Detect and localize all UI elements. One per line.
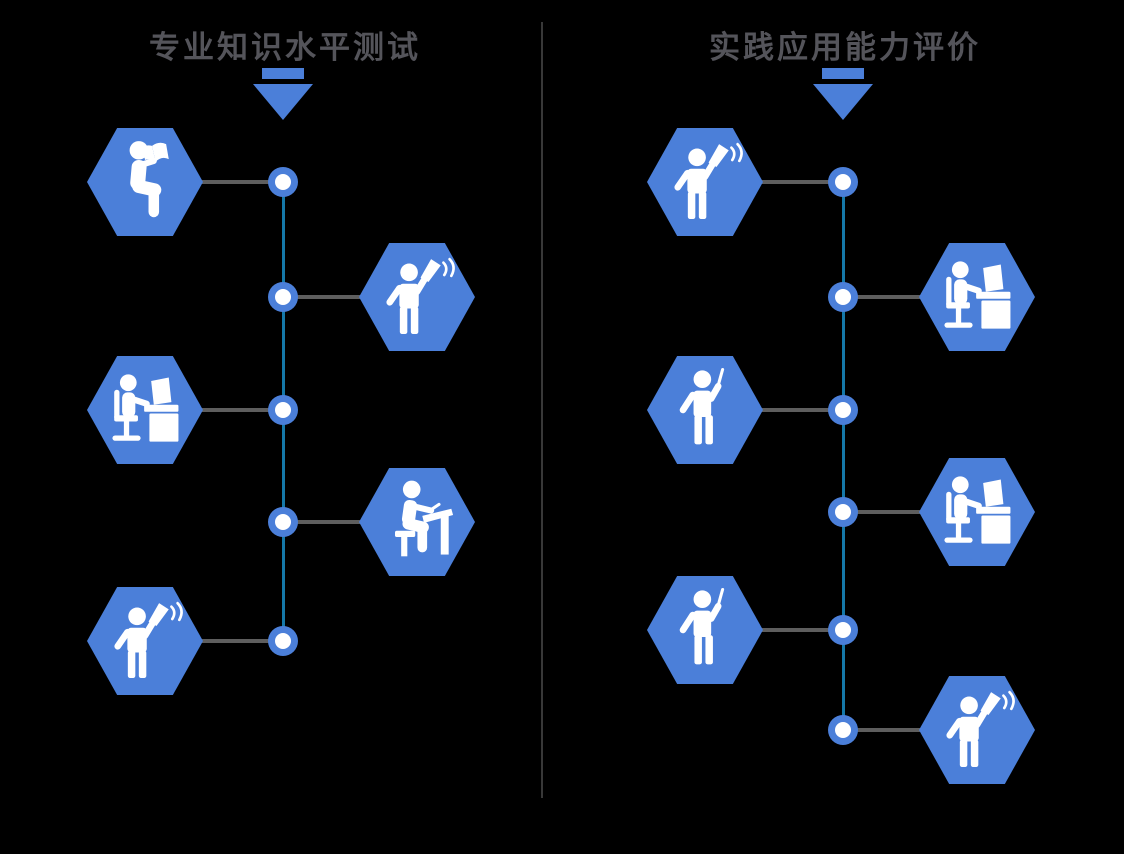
hexagon-computer-desk-person	[919, 458, 1035, 566]
connector-line	[843, 510, 977, 514]
timeline-node	[828, 395, 858, 425]
megaphone-person-icon	[101, 597, 189, 685]
timeline-node	[828, 167, 858, 197]
timeline-node	[268, 282, 298, 312]
timeline-node	[828, 497, 858, 527]
pointer-person-icon	[661, 586, 749, 674]
timeline-node	[268, 167, 298, 197]
connector-line	[843, 728, 977, 732]
hexagon-megaphone-person	[919, 676, 1035, 784]
connector-line	[145, 639, 283, 643]
down-arrow-head	[813, 84, 873, 120]
hexagon-computer-desk-person	[919, 243, 1035, 351]
connector-line	[145, 408, 283, 412]
timeline-node	[828, 282, 858, 312]
writing-desk-person-icon	[373, 478, 461, 566]
connector-line	[705, 180, 843, 184]
timeline-node	[268, 507, 298, 537]
computer-desk-person-icon	[101, 366, 189, 454]
reading-person-icon	[101, 138, 189, 226]
connector-line	[283, 520, 417, 524]
down-arrow-bar	[262, 68, 304, 79]
connector-line	[145, 180, 283, 184]
timeline-node	[268, 395, 298, 425]
connector-line	[843, 295, 977, 299]
timeline-node	[828, 615, 858, 645]
connector-line	[283, 295, 417, 299]
megaphone-person-icon	[933, 686, 1021, 774]
hexagon-pointer-person	[647, 356, 763, 464]
down-arrow-bar	[822, 68, 864, 79]
megaphone-person-icon	[373, 253, 461, 341]
timeline-node	[268, 626, 298, 656]
connector-line	[705, 628, 843, 632]
pointer-person-icon	[661, 366, 749, 454]
column-title: 实践应用能力评价	[709, 30, 981, 65]
computer-desk-person-icon	[933, 468, 1021, 556]
hexagon-pointer-person	[647, 576, 763, 684]
timeline-line	[841, 182, 845, 730]
hexagon-megaphone-person	[647, 128, 763, 236]
connector-line	[705, 408, 843, 412]
column-title: 专业知识水平测试	[149, 30, 421, 65]
computer-desk-person-icon	[933, 253, 1021, 341]
megaphone-person-icon	[661, 138, 749, 226]
timeline-node	[828, 715, 858, 745]
column-divider-line	[541, 22, 543, 798]
down-arrow-head	[253, 84, 313, 120]
